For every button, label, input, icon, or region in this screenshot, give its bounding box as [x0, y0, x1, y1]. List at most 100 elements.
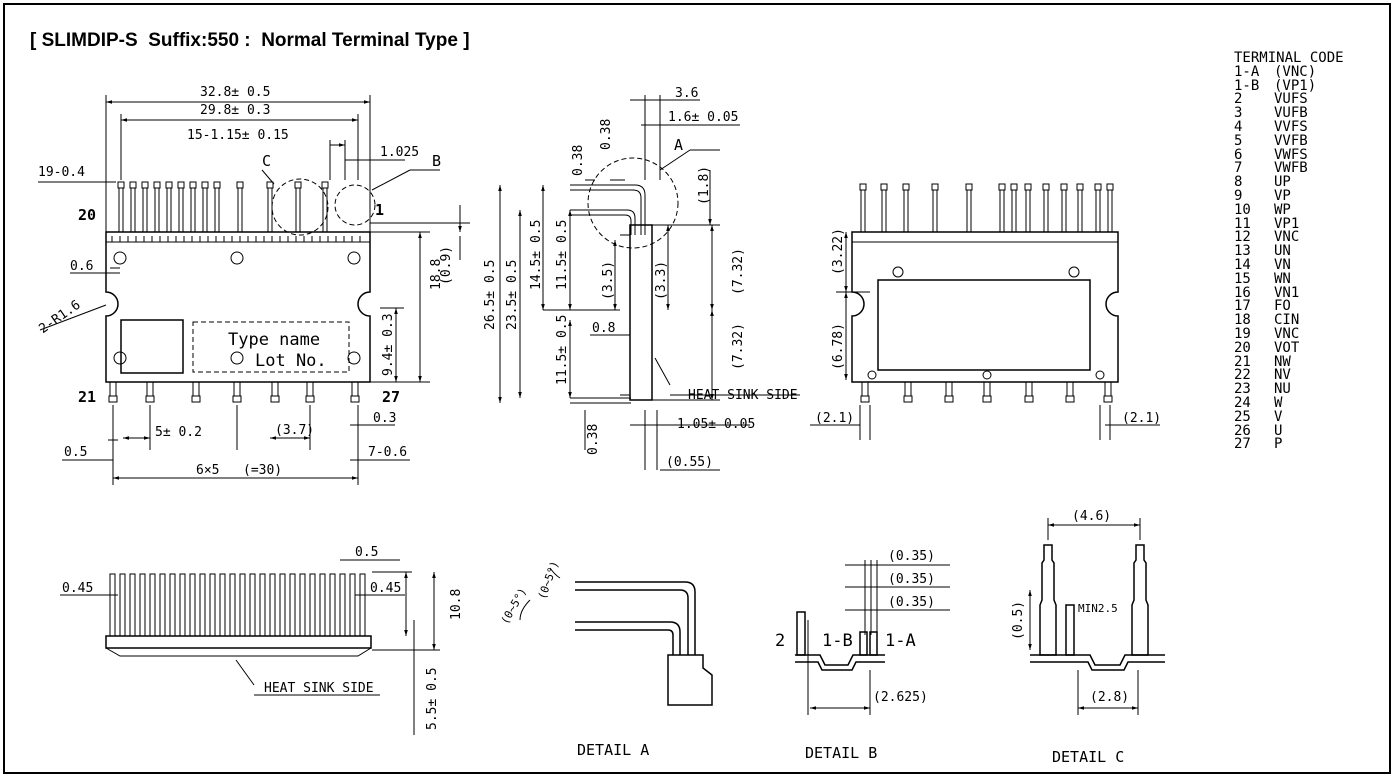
dim-30: (=30)	[243, 463, 282, 478]
heat-sink-fin	[249, 573, 256, 637]
terminal-signal: WP	[1274, 201, 1291, 218]
pin	[1095, 189, 1101, 233]
pin-20-label: 20	[78, 206, 96, 224]
pin	[881, 189, 887, 233]
dim-edge: 1.025	[380, 145, 419, 160]
terminal-signal: (VP1)	[1274, 77, 1317, 94]
front-view	[38, 95, 470, 485]
detail-a-angle2: (0~5°)	[536, 559, 562, 601]
back-dim-2-1b: (2.1)	[1122, 411, 1161, 426]
pin-tip	[902, 183, 910, 191]
pin	[306, 381, 314, 397]
pin-tip	[236, 181, 244, 189]
lot-no-text: Lot No.	[255, 351, 327, 371]
terminal-signal: NW	[1274, 353, 1291, 370]
heat-sink-fin	[359, 573, 366, 637]
pin-tip	[213, 181, 221, 189]
detail-b-dim-2-625: (2.625)	[873, 690, 928, 705]
detail-a-label: DETAIL A	[577, 741, 649, 759]
pin-tip	[982, 395, 992, 403]
pin	[142, 187, 148, 233]
terminal-number: 27	[1234, 436, 1251, 453]
side-dim-11-5b: 11.5± 0.5	[555, 315, 570, 385]
pin-tip	[145, 395, 155, 403]
detail-c-dim-2-8: (2.8)	[1090, 690, 1129, 705]
terminal-number: 1-B	[1234, 77, 1260, 94]
terminal-number: 24	[1234, 394, 1251, 411]
heat-sink-fin	[139, 573, 146, 637]
pin	[267, 187, 273, 233]
pin-tip	[944, 395, 954, 403]
terminal-signal: VOT	[1274, 339, 1300, 356]
terminal-number: 5	[1234, 132, 1243, 149]
side-dim-14-5: 14.5± 0.5	[529, 220, 544, 290]
heat-sink-fin	[129, 573, 136, 637]
bottom-dim-0-5: 0.5	[355, 545, 378, 560]
terminal-number: 21	[1234, 353, 1251, 370]
terminal-number: 26	[1234, 422, 1251, 439]
heat-sink-fin	[349, 573, 356, 637]
terminal-signal: VUFB	[1274, 105, 1308, 122]
side-dim-11-5a: 11.5± 0.5	[555, 220, 570, 290]
dim-pin-pitch: 15-1.15± 0.15	[187, 128, 289, 143]
side-dim-0-38b: 0.38	[599, 119, 614, 150]
label-c: C	[262, 152, 271, 170]
pin	[202, 187, 208, 233]
heat-sink-fin	[339, 573, 346, 637]
pin	[118, 187, 124, 233]
terminal-number: 18	[1234, 312, 1251, 329]
detail-c-dim-4-6: (4.6)	[1072, 509, 1111, 524]
type-name-text: Type name	[228, 330, 320, 350]
heat-sink-fin	[299, 573, 306, 637]
bottom-dim-10-8: 10.8	[449, 589, 464, 620]
side-heat-sink: HEAT SINK SIDE	[688, 388, 798, 403]
pin	[166, 187, 172, 233]
dim-0-9: (0.9)	[439, 246, 454, 285]
side-dim-3-5: (3.5)	[601, 261, 616, 300]
detail-c	[1028, 518, 1165, 715]
terminal-signal: UN	[1274, 243, 1291, 260]
detail-c-min: MIN2.5	[1078, 602, 1118, 615]
terminal-number: 3	[1234, 105, 1243, 122]
detail-b-pin-2: 2	[775, 631, 785, 651]
heat-sink-fin	[149, 573, 156, 637]
pin	[130, 187, 136, 233]
side-dim-0-38c: 0.38	[586, 424, 601, 455]
bottom-dim-5-5: 5.5± 0.5	[425, 667, 440, 730]
pin-tip	[191, 395, 201, 403]
pin-tip	[1024, 395, 1034, 403]
pin-tip	[153, 181, 161, 189]
pin	[1077, 189, 1083, 233]
pin	[295, 187, 301, 233]
detail-b-pin-1b: 1-B	[822, 631, 853, 651]
bottom-dim-0-45b: 0.45	[370, 581, 401, 596]
heat-sink-fin	[329, 573, 336, 637]
pin-tip	[1042, 183, 1050, 191]
pin	[237, 187, 243, 233]
detail-c-label: DETAIL C	[1052, 748, 1124, 766]
terminal-row: 1-B (VP1)	[1234, 77, 1344, 94]
heat-sink-fin	[229, 573, 236, 637]
pin	[966, 189, 972, 233]
heat-sink-fin	[189, 573, 196, 637]
pin	[214, 187, 220, 233]
back-view	[810, 183, 1160, 440]
dim-0-3: 0.3	[373, 411, 396, 426]
side-dim-0-8: 0.8	[592, 321, 615, 336]
pin-tip	[1024, 183, 1032, 191]
side-dim-23-5: 23.5± 0.5	[505, 260, 520, 330]
terminal-signal: VWFS	[1274, 146, 1308, 163]
terminal-number: 17	[1234, 298, 1251, 315]
pin-1-label: 1	[375, 201, 384, 219]
terminal-signal: VNC	[1274, 229, 1300, 246]
terminal-signal: VNC	[1274, 325, 1300, 342]
